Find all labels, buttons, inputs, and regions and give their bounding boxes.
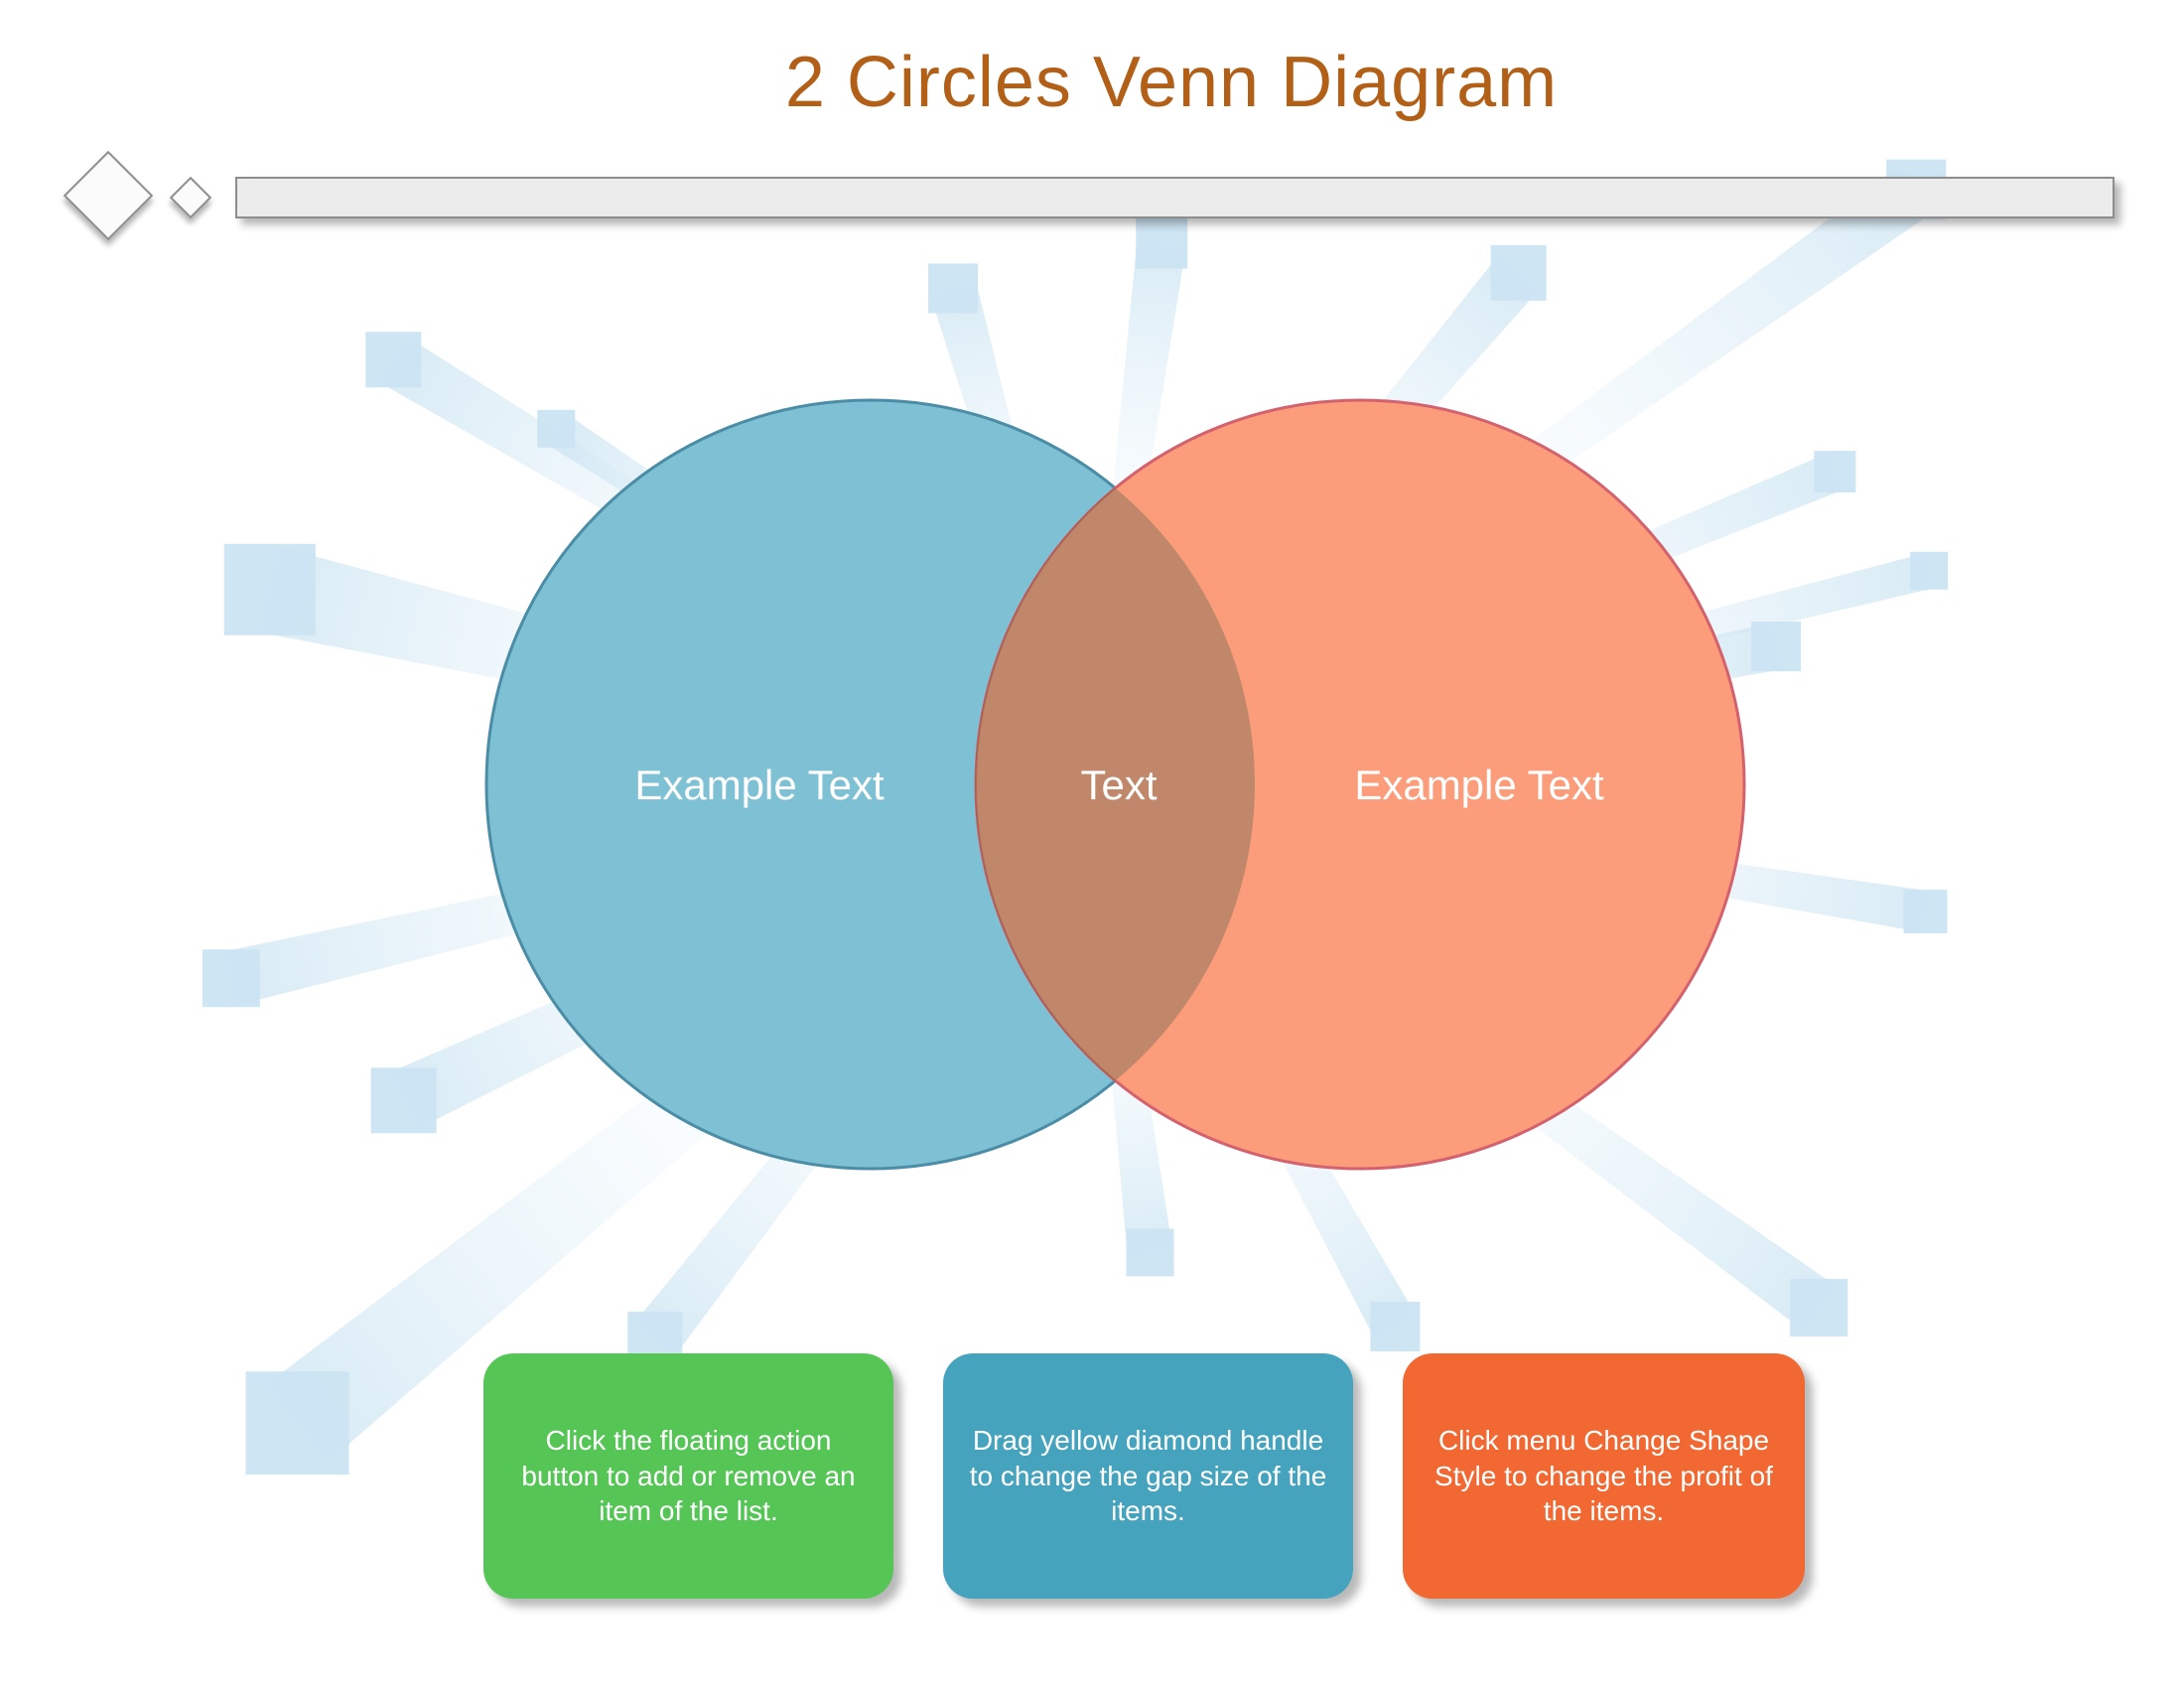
instruction-card-text: Click the floating action button to add … bbox=[521, 1424, 856, 1527]
top-track-bar bbox=[235, 177, 2115, 218]
decoration-square bbox=[1903, 889, 1948, 933]
decoration-beam bbox=[266, 1014, 793, 1462]
decoration-square bbox=[223, 543, 316, 635]
decoration-square bbox=[1126, 1228, 1174, 1277]
instruction-card-gap-size[interactable]: Drag yellow diamond handle to change the… bbox=[943, 1353, 1353, 1599]
decoration-square bbox=[365, 332, 422, 388]
decoration-square bbox=[1910, 551, 1949, 590]
right-circle-label: Example Text bbox=[1354, 762, 1604, 808]
instruction-card-text: Drag yellow diamond handle to change the… bbox=[969, 1424, 1327, 1527]
decoration-square bbox=[928, 263, 979, 314]
decoration-square bbox=[1136, 216, 1188, 269]
instruction-card-add-remove[interactable]: Click the floating action button to add … bbox=[483, 1353, 893, 1599]
instruction-card-text: Click menu Change Shape Style to change … bbox=[1434, 1424, 1773, 1527]
decoration-square bbox=[537, 409, 576, 448]
decoration-square bbox=[245, 1371, 349, 1476]
decoration-square bbox=[1370, 1302, 1421, 1352]
decoration-square bbox=[370, 1067, 437, 1134]
decoration-square bbox=[1751, 622, 1802, 672]
page-title: 2 Circles Venn Diagram bbox=[784, 43, 1559, 122]
decoration-square bbox=[1790, 1278, 1848, 1336]
instruction-card-shape-style[interactable]: Click menu Change Shape Style to change … bbox=[1403, 1353, 1805, 1599]
decoration-square bbox=[202, 949, 260, 1008]
venn-overlap-region[interactable] bbox=[975, 400, 1744, 1169]
decoration-square bbox=[1490, 244, 1547, 301]
left-circle-label: Example Text bbox=[634, 762, 885, 808]
decoration-square bbox=[1814, 451, 1856, 493]
overlap-label: Text bbox=[1080, 762, 1157, 808]
